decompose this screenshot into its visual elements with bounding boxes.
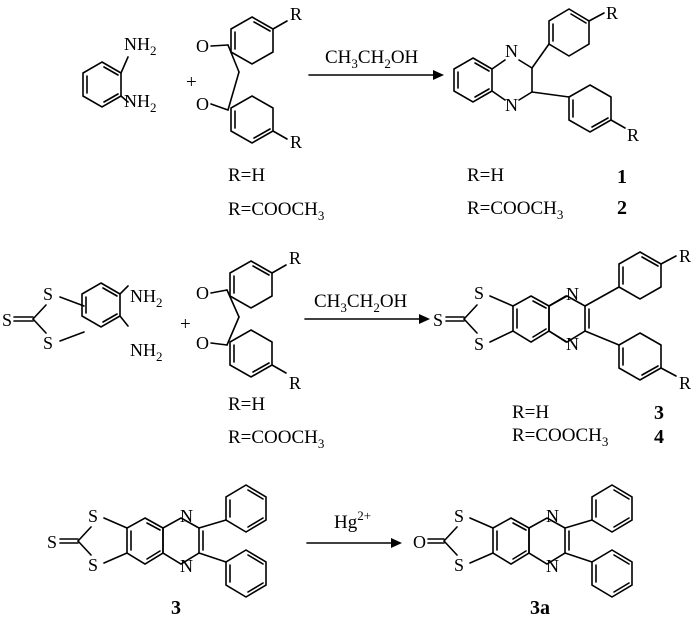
reagent-mercury-ion: Hg2+ [334,508,371,533]
substituent-label: R=COOCH3 [512,425,608,449]
sulfur-label: S [88,555,98,575]
r-group-label: R [290,132,302,152]
compound-3a-structure: O S S N N [413,484,633,598]
oxygen-label: O [196,36,209,56]
dithiolo-quinoxaline-product: S S S N N R [433,246,691,393]
nitrogen-label: N [566,334,579,354]
compound-number: 3a [530,597,550,619]
reaction-arrow: CH3CH2OH [304,291,430,324]
compound-number: 4 [654,426,664,448]
r-group-label: R [290,4,302,24]
svg-text:NH2: NH2 [124,34,157,58]
nh2-subscript: 2 [150,43,157,58]
compound-number: 3 [654,402,664,424]
substituent-label: R=H [512,402,549,423]
r-group-label: R [627,125,639,145]
nitrogen-label: N [546,556,559,576]
substituent-label: R=H [467,165,504,186]
substituent-label: R=H [228,394,265,415]
sulfur-label: S [454,555,464,575]
substituent-label: R=H [228,165,265,186]
scheme-1: NH2 NH2 + O O R R CH3CH2OH [82,3,639,223]
nh2-label: NH [130,340,156,360]
sulfur-label: S [88,506,98,526]
diketone: O O R R [196,4,302,152]
nh2-label: NH [130,286,156,306]
svg-text:NH2: NH2 [124,91,157,115]
svg-text:NH2: NH2 [130,286,163,310]
compound-number: 1 [617,166,627,188]
nh2-subscript: 2 [150,100,157,115]
compound-3-structure: S S S N N [47,484,267,598]
substituent-label: R=COOCH3 [228,427,324,451]
nitrogen-label: N [505,95,518,115]
oxygen-label: O [196,94,209,114]
sulfur-label: S [47,532,57,552]
oxygen-label: O [196,333,209,353]
compound-number: 3 [171,597,181,619]
r-group-label: R [679,373,691,393]
r-group-label: R [606,3,618,23]
sulfur-label: S [433,310,443,330]
reagent-ethanol: CH3CH2OH [325,47,419,71]
quinoxaline-product: N N R R [453,3,639,145]
sulfur-label: S [2,310,12,330]
r-group-label: R [289,373,301,393]
sulfur-label: S [43,333,53,353]
plus-sign: + [186,72,197,93]
nitrogen-label: N [566,284,579,304]
reaction-arrow: Hg2+ [306,508,402,548]
o-phenylenediamine: NH2 NH2 [82,34,157,115]
diketone: O O R R [196,248,301,393]
oxygen-label: O [196,283,209,303]
r-group-label: R [679,246,691,266]
substituent-label: R=COOCH3 [228,199,324,223]
nitrogen-label: N [546,506,559,526]
sulfur-label: S [43,284,53,304]
svg-text:NH2: NH2 [130,340,163,364]
nitrogen-label: N [505,41,518,61]
oxygen-label: O [413,532,426,552]
nitrogen-label: N [180,506,193,526]
nh2-label: NH [124,91,150,111]
reaction-arrow: CH3CH2OH [308,47,444,80]
nh2-label: NH [124,34,150,54]
compound-number: 2 [617,197,627,219]
scheme-3: S S S N N [47,484,633,619]
plus-sign: + [180,314,191,335]
sulfur-label: S [474,334,484,354]
sulfur-label: S [474,283,484,303]
dithiole-diamine: S S S NH2 NH2 [2,282,163,364]
reagent-ethanol: CH3CH2OH [314,291,408,315]
r-group-label: R [289,248,301,268]
substituent-label: R=COOCH3 [467,198,563,222]
scheme-2: S S S NH2 NH2 + O O [2,246,691,451]
sulfur-label: S [454,506,464,526]
nitrogen-label: N [180,556,193,576]
